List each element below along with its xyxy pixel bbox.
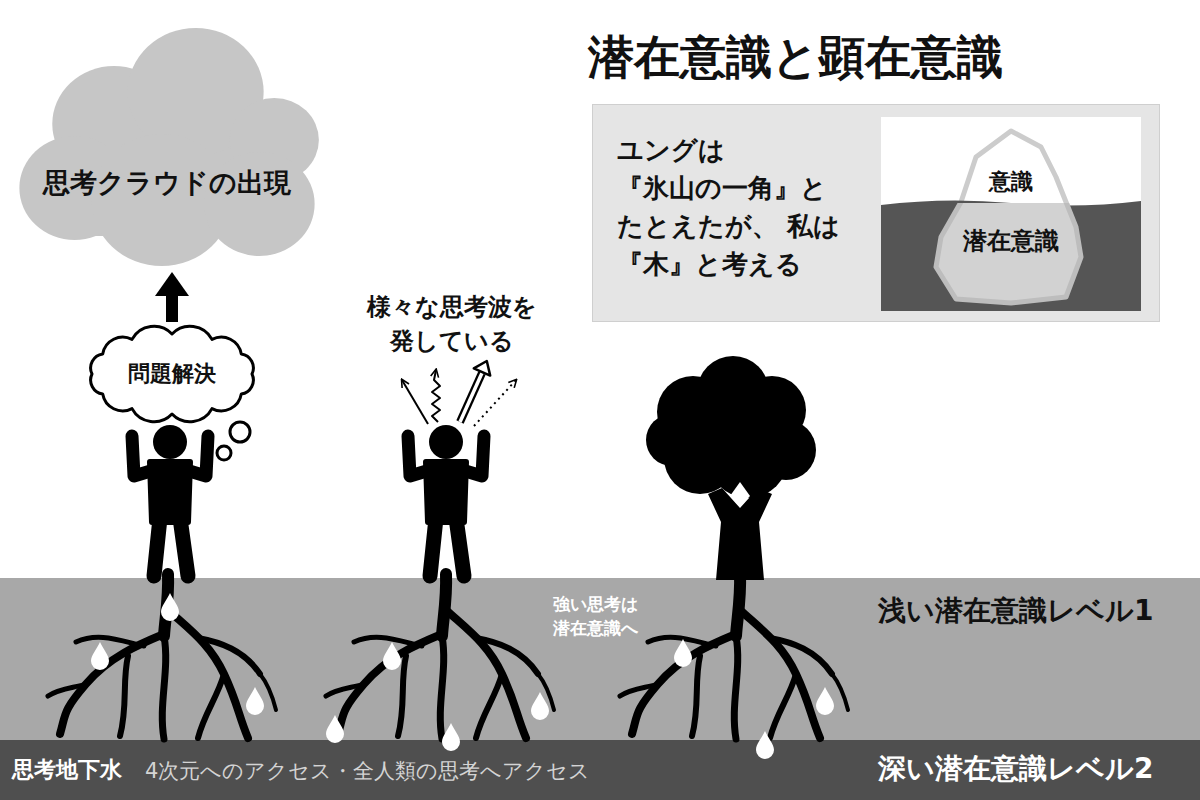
iceberg-label: 潜在意識	[881, 227, 1141, 255]
flow-arrow	[155, 272, 189, 322]
water-drop	[161, 593, 179, 621]
note-panel: ユングは 『氷山の一角』と たとえたが、 私は『木』と考える意識潜在意識	[592, 104, 1160, 322]
water-drop	[91, 642, 109, 670]
shallow-band: 強い思考は 潜在意識へ 浅い潜在意識レベル1	[0, 578, 1200, 740]
text-slot: 強い思考は 潜在意識へ	[520, 592, 670, 640]
stick-figure	[132, 425, 208, 576]
deep-band-ground	[0, 740, 1200, 800]
thought-wave	[402, 361, 516, 426]
text-slot: 4次元へのアクセス・全人類の思考へアクセス	[145, 758, 590, 784]
text-slot: 深い潜在意識レベル2	[878, 752, 1153, 786]
water-drop	[383, 642, 401, 670]
deep-band: 思考地下水 4次元へのアクセス・全人類の思考へアクセス 深い潜在意識レベル2	[0, 740, 1200, 800]
band-heading: 思考地下水	[12, 757, 122, 783]
shallow-band-ground	[0, 578, 1200, 740]
water-drop	[816, 687, 834, 715]
bubble-tail	[217, 446, 231, 460]
bubble-tail	[217, 422, 250, 460]
water-drop	[531, 692, 549, 720]
thought-bubble: 問題解決	[80, 322, 264, 426]
thought-wave	[460, 373, 482, 422]
roots	[326, 574, 554, 739]
text-slot: 思考クラウドの出現	[13, 167, 321, 199]
bubble-tail	[230, 422, 250, 442]
stick-figure	[408, 425, 484, 576]
level-label: 浅い潜在意識レベル1	[878, 594, 1153, 628]
text-slot: 問題解決	[80, 361, 264, 387]
thought-wave	[402, 380, 428, 424]
thought-wave	[460, 373, 482, 422]
roots	[620, 574, 848, 739]
band-note: 強い思考は 潜在意識へ	[520, 592, 670, 640]
text-slot: 潜在意識と顕在意識	[588, 30, 1003, 84]
text-slot: ユングは 『氷山の一角』と たとえたが、 私は『木』と考える	[617, 131, 861, 283]
bubble-text: 問題解決	[80, 361, 264, 387]
note-text: ユングは 『氷山の一角』と たとえたが、 私は『木』と考える	[617, 131, 861, 283]
cloud-heading: 思考クラウドの出現	[13, 167, 321, 199]
thought-wave	[474, 361, 490, 376]
water-drop	[756, 731, 774, 759]
arrow-head	[155, 272, 189, 296]
page-title: 潜在意識と顕在意識	[588, 30, 1003, 84]
cloud-outline	[13, 16, 321, 272]
tree-figure	[730, 482, 750, 507]
iceberg-top	[936, 131, 1081, 303]
cloud-shape	[19, 28, 319, 266]
text-slot: 意識	[881, 169, 1141, 195]
water-drop	[91, 593, 834, 759]
tree-figure	[646, 356, 816, 580]
stick-figure	[132, 425, 484, 576]
band-note: 4次元へのアクセス・全人類の思考へアクセス	[145, 758, 590, 784]
roots	[48, 574, 848, 739]
iceberg-picture: 意識潜在意識	[881, 117, 1141, 311]
text-slot: 浅い潜在意識レベル1	[878, 594, 1153, 628]
text-slot: 潜在意識	[881, 227, 1141, 255]
tree-figure	[646, 414, 698, 466]
water-drop	[246, 687, 264, 715]
thought-wave	[474, 380, 516, 426]
water-drop	[674, 639, 692, 667]
roots	[48, 574, 276, 739]
iceberg-outline	[881, 117, 1141, 311]
thought-cloud: 思考クラウドの出現	[13, 16, 321, 272]
arrow-shaft	[166, 294, 178, 322]
text-slot: 様々な思考波を 発している	[352, 290, 552, 358]
water-drop	[442, 723, 460, 751]
level-label: 深い潜在意識レベル2	[878, 752, 1153, 786]
tree-figure	[700, 390, 780, 470]
figure-note: 様々な思考波を 発している	[352, 290, 552, 358]
water-drop	[326, 715, 344, 743]
text-slot: 思考地下水	[12, 757, 122, 783]
iceberg-label: 意識	[881, 169, 1141, 195]
thought-wave	[432, 370, 440, 422]
